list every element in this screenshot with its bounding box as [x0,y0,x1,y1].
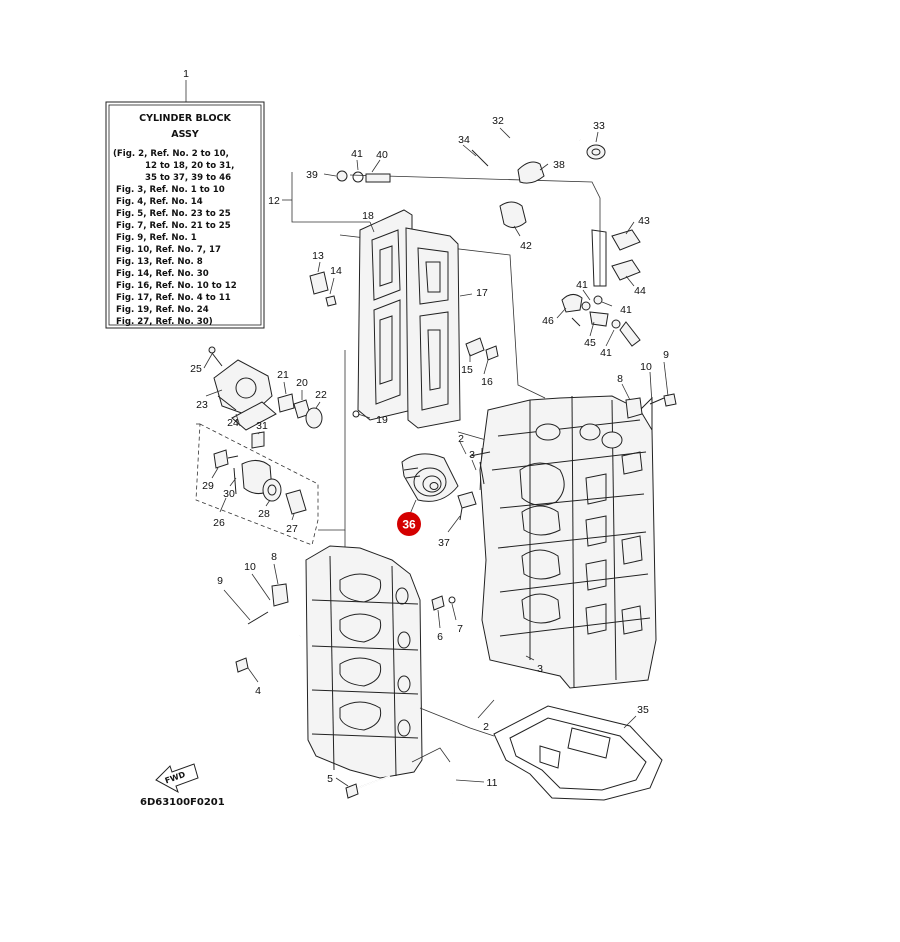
callout-42: 42 [520,240,532,252]
callout-21: 21 [277,369,289,381]
legend-title: CYLINDER BLOCK [139,113,231,124]
callout-2-upper: 2 [458,433,464,445]
legend-box: 1 CYLINDER BLOCK ASSY (Fig. 2, Ref. No. … [105,68,265,329]
callout-8-right: 8 [617,373,623,385]
legend-line: Fig. 19, Ref. No. 24 [116,305,209,315]
legend-line: Fig. 7, Ref. No. 21 to 25 [116,221,231,231]
hose-assembly [336,109,641,347]
callout-9-right: 9 [663,349,669,361]
drawing-code: 6D63100F0201 [140,797,225,808]
callout-8-left: 8 [271,551,277,563]
callout-30: 30 [223,488,235,500]
callout-12: 12 [268,195,280,207]
legend-line: Fig. 13, Ref. No. 8 [116,257,203,267]
callout-27: 27 [286,523,298,535]
legend-line: Fig. 10, Ref. No. 7, 17 [116,245,221,255]
callout-15: 15 [461,364,473,376]
cylinder-block [479,395,657,689]
callout-5: 5 [327,773,333,785]
callout-19: 19 [376,414,388,426]
legend-line: Fig. 27, Ref. No. 30) [116,317,213,327]
legend-line: Fig. 4, Ref. No. 14 [116,197,203,207]
legend-line: (Fig. 2, Ref. No. 2 to 10, [113,149,229,159]
legend-line: 12 to 18, 20 to 31, [145,161,234,171]
callout-4: 4 [255,685,261,697]
callout-24: 24 [227,417,239,429]
callout-45: 45 [584,337,596,349]
callout-18: 18 [362,210,374,222]
callout-39: 39 [306,169,318,181]
callout-33: 33 [593,120,605,132]
oil-filter-part [401,453,459,515]
fwd-arrow: FWD [155,763,199,794]
callout-6: 6 [437,631,443,643]
callout-37: 37 [438,537,450,549]
callout-10-left: 10 [244,561,256,573]
callout-9-left: 9 [217,575,223,587]
callout-38: 38 [553,159,565,171]
crankcase [305,545,423,779]
callout-32: 32 [492,115,504,127]
callout-31: 31 [256,420,268,432]
callout-41-top: 41 [351,148,363,160]
callout-2-lower: 2 [483,721,489,733]
legend-line: 35 to 37, 39 to 46 [145,173,231,183]
exhaust-cover [352,209,461,429]
callout-3-upper: 3 [469,449,475,461]
callout-36: 36 [402,518,416,532]
callout-41-right: 41 [576,279,588,291]
filter-bolt-37 [457,491,477,521]
legend-line: Fig. 9, Ref. No. 1 [116,233,197,243]
callout-46: 46 [542,315,554,327]
gasket-35 [493,705,663,801]
callout-7: 7 [457,623,463,635]
leader-lines [203,127,669,787]
callout-28: 28 [258,508,270,520]
callout-34: 34 [458,134,470,146]
callout-1: 1 [183,68,189,80]
callout-3-lower: 3 [537,663,543,675]
callout-labels: 34 32 33 38 39 41 40 12 18 42 43 44 41 4… [190,115,669,789]
callout-35: 35 [637,704,649,716]
callout-20: 20 [296,377,308,389]
callout-41-low: 41 [600,347,612,359]
legend-line: Fig. 3, Ref. No. 1 to 10 [116,185,225,195]
fasteners [235,271,677,799]
legend-line: Fig. 5, Ref. No. 23 to 25 [116,209,231,219]
thermostat-parts [208,346,323,515]
callout-17: 17 [476,287,488,299]
callout-41-mid: 41 [620,304,632,316]
callout-44: 44 [634,285,646,297]
callout-14: 14 [330,265,342,277]
callout-40: 40 [376,149,388,161]
callout-10-right: 10 [640,361,652,373]
callout-11: 11 [487,777,498,789]
callout-29: 29 [202,480,214,492]
legend-subtitle: ASSY [171,129,199,140]
legend-line: Fig. 17, Ref. No. 4 to 11 [116,293,231,303]
callout-43: 43 [638,215,650,227]
legend-line: Fig. 14, Ref. No. 30 [116,269,209,279]
legend-line: Fig. 16, Ref. No. 10 to 12 [116,281,237,291]
callout-26: 26 [213,517,225,529]
callout-22: 22 [315,389,327,401]
callout-25: 25 [190,363,202,375]
callout-13: 13 [312,250,324,262]
callout-23: 23 [196,399,208,411]
highlight-badge-36[interactable]: 36 [397,512,421,536]
callout-16: 16 [481,376,493,388]
